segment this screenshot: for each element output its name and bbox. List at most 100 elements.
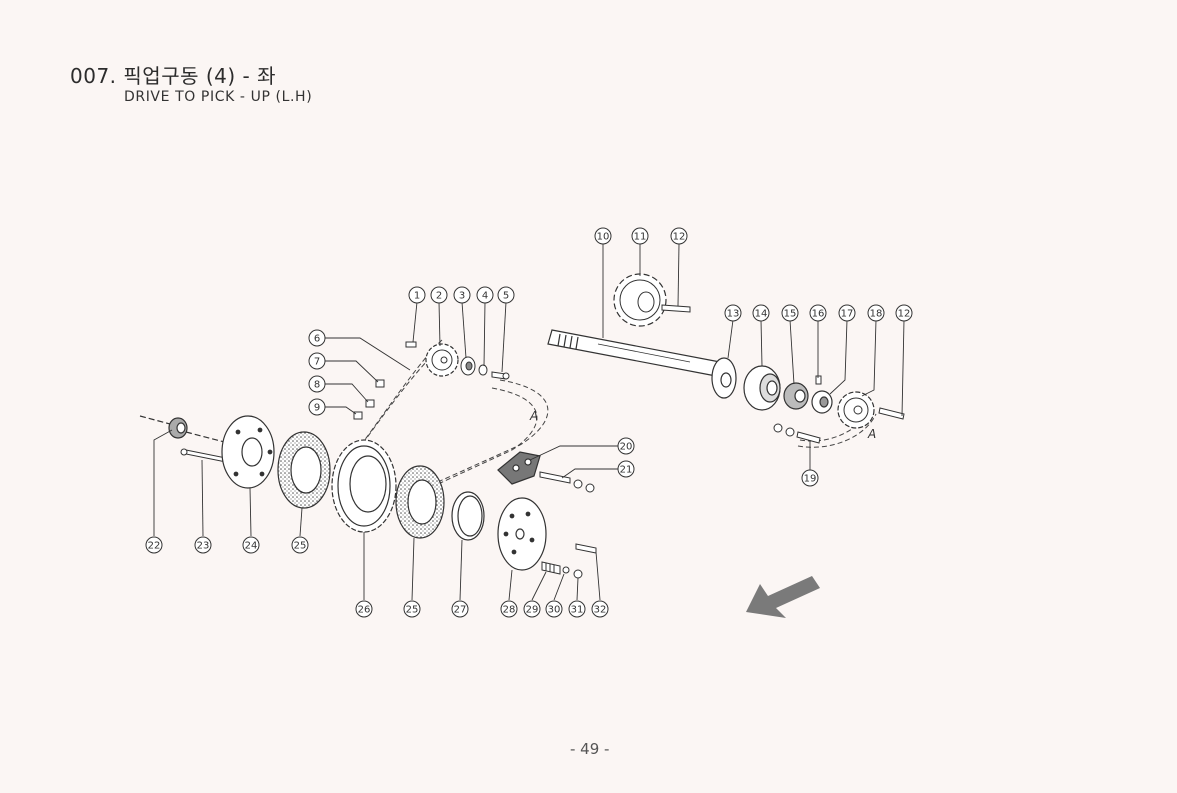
callout-bubbles: 1 2 3 4 5 6 7 8 9 10 11 12 13 14 15 16 1… <box>145 227 913 618</box>
right-sprocket <box>837 391 875 429</box>
large-sprocket <box>331 439 397 533</box>
washer-4 <box>478 364 488 376</box>
callout-3: 3 <box>453 286 471 304</box>
callout-28: 28 <box>500 600 518 618</box>
svg-text:14: 14 <box>755 309 768 320</box>
svg-text:10: 10 <box>597 232 610 243</box>
svg-text:22: 22 <box>148 541 161 552</box>
svg-text:1: 1 <box>414 291 420 302</box>
bolt-nut-19 <box>773 423 821 444</box>
svg-text:13: 13 <box>727 309 740 320</box>
svg-text:6: 6 <box>314 334 320 345</box>
callout-25-right: 25 <box>403 600 421 618</box>
callout-26: 26 <box>355 600 373 618</box>
bearing-housing <box>743 365 781 411</box>
friction-disc-left <box>277 431 331 509</box>
svg-text:29: 29 <box>526 605 539 616</box>
set-screw <box>815 375 822 385</box>
svg-text:32: 32 <box>594 605 607 616</box>
bolt-5 <box>491 371 510 380</box>
chain-mark-a-right: A <box>867 427 876 441</box>
drive-shaft <box>547 329 721 377</box>
callout-19: 19 <box>801 469 819 487</box>
callout-9: 9 <box>308 398 326 416</box>
right-bolt <box>878 407 905 420</box>
leader-lines <box>153 243 905 601</box>
callout-16: 16 <box>809 304 827 322</box>
tensioner-bolt <box>539 471 595 493</box>
svg-text:8: 8 <box>314 380 320 391</box>
svg-text:15: 15 <box>784 309 797 320</box>
spacer-3 <box>460 356 476 376</box>
svg-text:20: 20 <box>620 442 633 453</box>
svg-text:7: 7 <box>314 357 320 368</box>
bearing <box>783 382 809 410</box>
chain-tensioner <box>497 451 541 485</box>
callout-32: 32 <box>591 600 609 618</box>
svg-text:16: 16 <box>812 309 825 320</box>
svg-text:18: 18 <box>870 309 883 320</box>
callout-14: 14 <box>752 304 770 322</box>
right-flange-plate <box>711 357 737 399</box>
svg-text:9: 9 <box>314 403 320 414</box>
callout-18: 18 <box>867 304 885 322</box>
callout-4: 4 <box>476 286 494 304</box>
collar <box>811 390 833 414</box>
svg-text:28: 28 <box>503 605 516 616</box>
callout-22: 22 <box>145 536 163 554</box>
callout-23: 23 <box>194 536 212 554</box>
washer-nut-30-31 <box>562 566 583 579</box>
callout-12-right: 12 <box>895 304 913 322</box>
svg-text:23: 23 <box>197 541 210 552</box>
svg-text:27: 27 <box>454 605 467 616</box>
callout-21: 21 <box>617 460 635 478</box>
callout-20: 20 <box>617 437 635 455</box>
callout-17: 17 <box>838 304 856 322</box>
callout-15: 15 <box>781 304 799 322</box>
hub-flange <box>221 415 275 489</box>
callout-29: 29 <box>523 600 541 618</box>
upper-bolt <box>661 304 691 313</box>
callout-13: 13 <box>724 304 742 322</box>
small-parts-7-9 <box>353 379 385 420</box>
callout-10: 10 <box>594 227 612 245</box>
page-title: 007. 픽업구동 (4) - 좌 <box>70 64 277 88</box>
friction-disc-right <box>395 465 445 539</box>
svg-text:25: 25 <box>406 605 419 616</box>
compression-spring <box>541 561 561 575</box>
svg-text:11: 11 <box>634 232 647 243</box>
title-block: 007. 픽업구동 (4) - 좌 DRIVE TO PICK - UP (L.… <box>70 60 312 105</box>
callout-24: 24 <box>242 536 260 554</box>
callout-30: 30 <box>545 600 563 618</box>
callout-31: 31 <box>568 600 586 618</box>
svg-text:19: 19 <box>804 474 817 485</box>
bolt-32 <box>575 543 597 554</box>
callout-12-upper: 12 <box>670 227 688 245</box>
svg-text:5: 5 <box>503 291 509 302</box>
callout-7: 7 <box>308 352 326 370</box>
direction-arrow-icon <box>746 576 820 618</box>
svg-text:25: 25 <box>294 541 307 552</box>
spring-ring <box>451 491 485 541</box>
callout-11: 11 <box>631 227 649 245</box>
callout-2: 2 <box>430 286 448 304</box>
callout-27: 27 <box>451 600 469 618</box>
svg-text:17: 17 <box>841 309 854 320</box>
chain-mark-a-left: A <box>529 409 538 423</box>
svg-text:26: 26 <box>358 605 371 616</box>
svg-text:3: 3 <box>459 291 465 302</box>
pressure-plate <box>497 497 547 571</box>
svg-text:24: 24 <box>245 541 258 552</box>
page-number: - 49 - <box>570 740 610 758</box>
callout-6: 6 <box>308 329 326 347</box>
svg-text:31: 31 <box>571 605 584 616</box>
small-sprocket <box>425 343 459 377</box>
svg-text:21: 21 <box>620 465 633 476</box>
svg-text:4: 4 <box>482 291 488 302</box>
callout-25-left: 25 <box>291 536 309 554</box>
svg-text:12: 12 <box>673 232 686 243</box>
callout-8: 8 <box>308 375 326 393</box>
svg-text:30: 30 <box>548 605 561 616</box>
page-subtitle: DRIVE TO PICK - UP (L.H) <box>124 89 313 105</box>
